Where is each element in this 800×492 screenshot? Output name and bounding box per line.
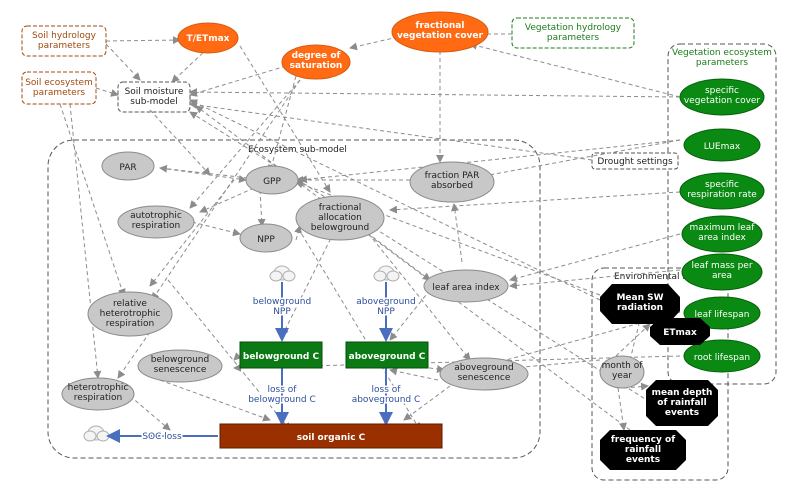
- npp-node: NPP: [239, 223, 293, 253]
- svg-text:soil organic C: soil organic C: [297, 433, 366, 443]
- leaf-area-index-node: leaf area index: [423, 269, 509, 303]
- soil-organic-c-pool: soil organic C: [219, 423, 443, 449]
- root-lifespan-node: root lifespan: [683, 339, 761, 373]
- svg-text:root lifespan: root lifespan: [694, 353, 750, 363]
- svg-text:Drought settings: Drought settings: [597, 157, 673, 167]
- svg-text:PAR: PAR: [119, 163, 136, 173]
- gpp-node: GPP: [245, 165, 299, 195]
- ecosystem-submodel-title: Ecosystem sub-model: [248, 145, 347, 155]
- belowground-cloud-icon: [269, 265, 296, 282]
- svg-text:belowground C: belowground C: [243, 352, 320, 362]
- soc-loss-label: SOC loss: [142, 432, 182, 442]
- svg-text:aboveground C: aboveground C: [349, 352, 426, 362]
- svg-text:leaf area index: leaf area index: [432, 283, 500, 293]
- drought-settings: Drought settings: [591, 152, 679, 170]
- environmental-inputs-group: [591, 267, 729, 481]
- lue-max-node: LUEmax: [683, 128, 761, 162]
- flux-arrows: [106, 282, 393, 443]
- aboveground-c-pool: aboveground C: [345, 341, 429, 369]
- t-etmax-node: T/ETmax: [177, 22, 239, 54]
- aboveground-cloud-icon: [373, 265, 400, 282]
- svg-text:ETmax: ETmax: [663, 328, 697, 338]
- environmental-inputs-title: Environmental inputs: [614, 272, 710, 282]
- soc-loss-cloud-icon: [83, 425, 110, 442]
- etmax-node: ETmax: [650, 318, 710, 345]
- svg-text:GPP: GPP: [263, 177, 281, 187]
- svg-text:LUEmax: LUEmax: [704, 142, 741, 152]
- vegetation-ecosystem-group: [667, 43, 777, 385]
- svg-text:T/ETmax: T/ETmax: [187, 34, 230, 44]
- svg-text:leaf lifespan: leaf lifespan: [695, 310, 750, 320]
- par-node: PAR: [101, 151, 155, 181]
- ecosystem-submodel-group: [47, 139, 541, 459]
- belowground-c-pool: belowground C: [239, 341, 323, 369]
- svg-text:NPP: NPP: [257, 235, 275, 245]
